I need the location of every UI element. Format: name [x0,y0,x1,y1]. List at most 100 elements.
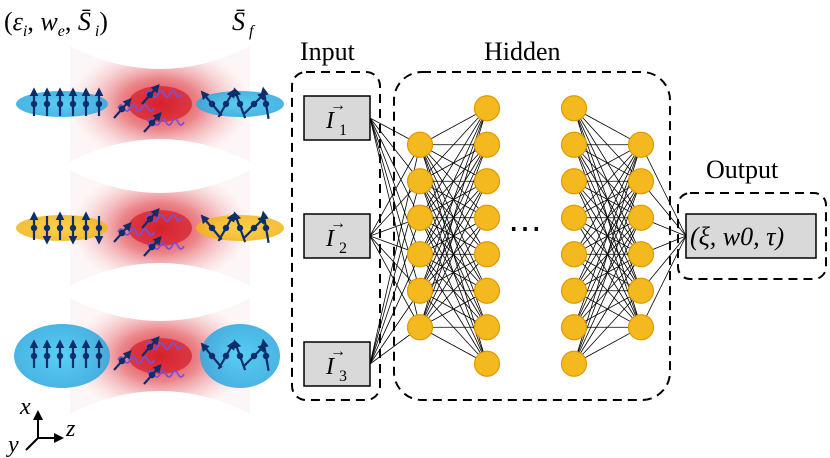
hidden-neuron [560,241,588,268]
electron-dot [56,100,64,108]
electron-dot [69,100,77,108]
electron-dot [262,352,270,360]
hidden-neuron [627,204,655,231]
electron-dot [95,224,103,232]
hidden-title: Hidden [484,37,561,66]
hidden-neuron [406,277,434,304]
connection-line [419,107,488,182]
hidden-neuron [406,204,434,231]
hidden-neuron [473,131,501,158]
input-3-symbol: I [325,354,335,380]
beam-panels [14,46,284,414]
electron-dot [43,352,51,360]
electron-dot [236,100,244,108]
final-param-label: S̄ f [232,7,256,40]
coordinate-axes: x z y [6,394,76,458]
input-1-sub: 1 [339,122,347,139]
electron-dot [82,352,90,360]
connection-line [419,108,488,255]
network-nodes [406,95,655,377]
electron-dot [82,224,90,232]
electron-dot [148,243,156,251]
connection-line [369,117,421,255]
electron-dot [95,100,103,108]
hidden-neuron [627,131,655,158]
hidden-neuron [560,95,588,122]
electron-dot [222,352,230,360]
electron-dot [118,105,126,113]
electron-dot [30,352,38,360]
electron-dot [208,100,216,108]
hidden-neuron [627,314,655,341]
connection-line [573,144,642,219]
axis-x-label: x [19,394,31,420]
connection-line [573,144,642,291]
electron-dot [208,352,216,360]
connection-line [573,181,642,364]
connection-line [419,108,488,218]
connection-line [573,144,642,255]
electron-dot [148,371,156,379]
electron-dot [250,100,258,108]
connection-line [573,217,642,364]
electron-dot [30,224,38,232]
hidden-neuron [473,241,501,268]
input-3-sub: 3 [339,368,347,385]
hidden-neuron [473,350,501,377]
input-3-arrow: → [330,343,346,360]
input-node-2: → I 2 [303,213,371,259]
hidden-neuron [627,277,655,304]
beam-row-2 [16,170,284,286]
electron-dot [43,100,51,108]
connection-line [573,290,642,365]
hidden-neuron [473,277,501,304]
hidden-neuron [560,168,588,195]
hidden-neuron [560,314,588,341]
electron-dot [118,229,126,237]
connection-line [419,253,488,328]
input-layer-box [291,71,381,401]
connection-line [419,181,488,328]
input-1-arrow: → [330,97,346,114]
connection-line [369,217,421,365]
hidden-neuron [627,241,655,268]
electron-dot [56,352,64,360]
input-2-sub: 2 [339,240,347,257]
input-title: Input [300,37,356,66]
electron-dot [146,215,154,223]
electron-dot [208,224,216,232]
electron-dot [222,100,230,108]
beam-row-1 [16,46,284,162]
connection-line [369,117,421,218]
axis-y-label: y [6,432,19,458]
connection-line [419,108,488,291]
electron-dot [236,224,244,232]
electron-dot [30,100,38,108]
electron-dot [43,224,51,232]
input-node-3: → I 3 [303,341,371,387]
electron-dot [262,224,270,232]
electron-dot [118,357,126,365]
output-layer-box [677,192,827,280]
electron-dot [262,100,270,108]
input-node-1: → I 1 [303,95,371,141]
hidden-neuron [560,131,588,158]
initial-params-label: (εi, we, S̄ i) [4,7,108,40]
electron-dot [148,119,156,127]
hidden-neuron [560,277,588,304]
electron-dot [82,100,90,108]
electron-dot [222,224,230,232]
electron-dot [69,224,77,232]
hidden-neuron [560,204,588,231]
hidden-neuron [473,204,501,231]
electron-dot [146,343,154,351]
electron-dot [236,352,244,360]
input-1-symbol: I [325,108,335,134]
hidden-ellipsis: ⋯ [508,211,542,248]
hidden-neuron [406,241,434,268]
hidden-neuron [406,131,434,158]
electron-dot [95,352,103,360]
connection-line [419,217,488,328]
hidden-layer-box [393,71,671,401]
